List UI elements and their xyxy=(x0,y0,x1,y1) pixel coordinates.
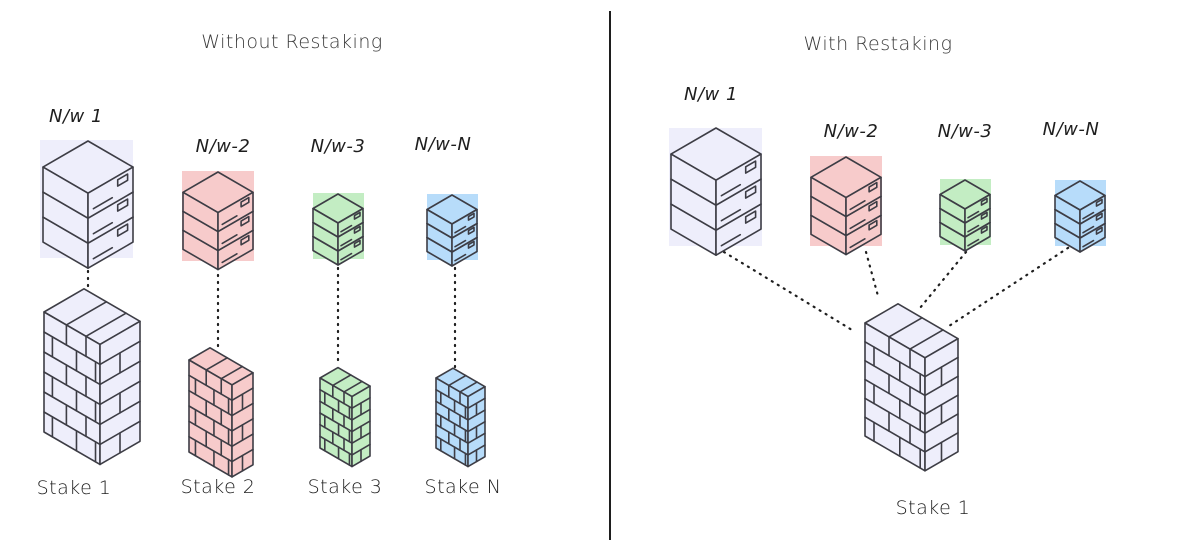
server-icon xyxy=(182,171,254,233)
left-stake-label-n: Stake N xyxy=(425,476,502,498)
server-icon xyxy=(312,193,364,238)
server-icon xyxy=(42,140,134,219)
left-stake-label-2: Stake 2 xyxy=(181,476,256,498)
right-stake-label-1: Stake 1 xyxy=(896,497,971,519)
right-network-n-servers xyxy=(1054,180,1106,253)
left-network-3-servers xyxy=(312,193,364,266)
server-icon xyxy=(810,156,882,218)
left-network-n-servers xyxy=(426,194,478,267)
left-network-label-n: N/w-N xyxy=(415,134,472,155)
server-icon xyxy=(1054,180,1106,225)
right-network-label-n: N/w-N xyxy=(1043,119,1100,140)
right-network-label-1: N/w 1 xyxy=(684,84,738,105)
left-panel-title: Without Restaking xyxy=(201,31,383,53)
left-stake-label-3: Stake 3 xyxy=(308,476,383,498)
right-connector-2 xyxy=(864,250,880,298)
left-stake-2-wall xyxy=(188,347,254,478)
right-network-2-servers xyxy=(810,156,882,256)
server-icon xyxy=(939,179,991,224)
left-stake-3-wall xyxy=(319,366,371,468)
left-network-label-3: N/w-3 xyxy=(311,136,366,157)
left-stake-label-1: Stake 1 xyxy=(37,477,112,499)
right-network-1-servers xyxy=(669,127,762,256)
right-network-label-2: N/w-2 xyxy=(824,121,879,142)
right-connector-n xyxy=(944,242,1076,330)
right-network-3-servers xyxy=(939,179,991,252)
right-connector-1 xyxy=(722,250,854,332)
left-network-2-servers xyxy=(182,171,254,271)
right-panel-title: With Restaking xyxy=(804,33,953,55)
left-network-label-2: N/w-2 xyxy=(196,136,251,157)
left-stake-n-wall xyxy=(435,367,486,468)
server-icon xyxy=(426,194,478,239)
right-stake-1-wall xyxy=(864,303,959,472)
left-network-label-1: N/w 1 xyxy=(49,106,103,127)
left-stake-1-wall xyxy=(43,288,141,466)
right-network-label-3: N/w-3 xyxy=(938,121,993,142)
right-connector-3 xyxy=(918,250,968,310)
left-network-1-servers xyxy=(40,140,134,269)
server-icon xyxy=(670,127,762,206)
